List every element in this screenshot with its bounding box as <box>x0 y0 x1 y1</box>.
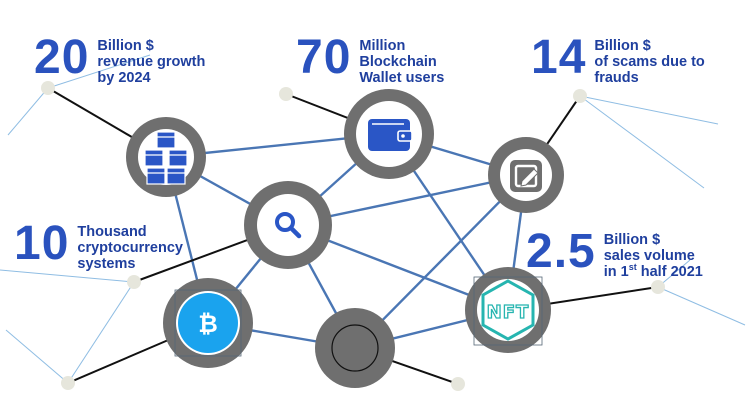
light-line <box>579 95 705 189</box>
stat-line: frauds <box>594 70 639 86</box>
node-blockchain <box>126 117 206 197</box>
stat-description: Billion $ sales volume in 1st half 2021 <box>604 232 703 280</box>
endpoint-dot <box>127 275 141 289</box>
stat-line: sales volume <box>603 248 695 264</box>
stat-line: Billion $ <box>97 38 154 54</box>
stat-line: in 1st half 2021 <box>603 262 703 280</box>
bitcoin-frame <box>174 289 242 357</box>
endpoint-dot <box>651 280 665 294</box>
nft-icon: NFT <box>481 279 535 341</box>
stat-line: Wallet users <box>359 70 445 86</box>
stat-line-part: half 2021 <box>636 264 703 280</box>
endpoint-dot <box>573 89 587 103</box>
stat-line: by 2024 <box>97 70 151 86</box>
stat-description: Thousand cryptocurrency systems <box>77 224 183 272</box>
stat-line: revenue growth <box>97 54 206 70</box>
node-search <box>244 181 332 269</box>
stat-crypto: 10 Thousand cryptocurrency systems <box>14 217 183 273</box>
node-bitcoin: ₿ <box>163 278 253 368</box>
stat-line: Billion $ <box>603 232 661 248</box>
stat-line: cryptocurrency <box>77 240 183 256</box>
endpoint-dot <box>41 81 55 95</box>
stat-description: Million Blockchain Wallet users <box>359 38 444 86</box>
stat-description: Billion $ revenue growth by 2024 <box>97 38 205 86</box>
endpoint-dots <box>41 81 665 391</box>
wallet-icon <box>368 119 413 151</box>
stat-description: Billion $ of scams due to frauds <box>594 38 704 86</box>
edit-icon <box>510 160 542 192</box>
light-line <box>0 269 135 283</box>
stat-number: 14 <box>531 31 587 84</box>
stat-line-part: in 1 <box>603 264 629 280</box>
search-icon <box>275 212 302 239</box>
endpoint-dot <box>61 376 75 390</box>
stat-number: 70 <box>296 31 352 84</box>
stat-line: systems <box>77 256 136 272</box>
nft-frame <box>473 276 543 346</box>
svg-text:NFT: NFT <box>487 302 530 323</box>
stat-number: 20 <box>34 31 90 84</box>
stat-line: Billion $ <box>594 38 651 54</box>
stat-scams: 14 Billion $ of scams due to frauds <box>531 31 705 87</box>
stat-line-superscript: st <box>628 262 637 273</box>
bitcoin-icon: ₿ <box>178 293 238 353</box>
svg-text:₿: ₿ <box>198 310 218 338</box>
stat-line: of scams due to <box>594 54 705 70</box>
light-line <box>7 87 49 136</box>
light-line <box>5 329 69 384</box>
node-edit <box>488 137 564 213</box>
light-line <box>657 286 746 326</box>
endpoint-dot <box>451 377 465 391</box>
endpoint-dot <box>279 87 293 101</box>
node-blank <box>315 308 395 388</box>
blockchain-cubes-icon <box>144 131 188 185</box>
stat-number: 2.5 <box>526 225 596 278</box>
node-wallet <box>344 89 434 179</box>
stat-line: Million <box>359 38 406 54</box>
light-line <box>47 54 151 89</box>
network-line <box>354 174 527 349</box>
light-lines <box>0 54 746 384</box>
stat-number: 10 <box>14 217 70 270</box>
stat-nft: 2.5 Billion $ sales volume in 1st half 2… <box>526 225 703 281</box>
stat-line: Blockchain <box>359 54 437 70</box>
stat-revenue: 20 Billion $ revenue growth by 2024 <box>34 31 205 87</box>
stat-line: Thousand <box>77 224 147 240</box>
node-nft: NFT <box>465 267 551 353</box>
stat-wallet: 70 Million Blockchain Wallet users <box>296 31 444 87</box>
light-line <box>67 281 135 384</box>
light-line <box>579 95 719 125</box>
